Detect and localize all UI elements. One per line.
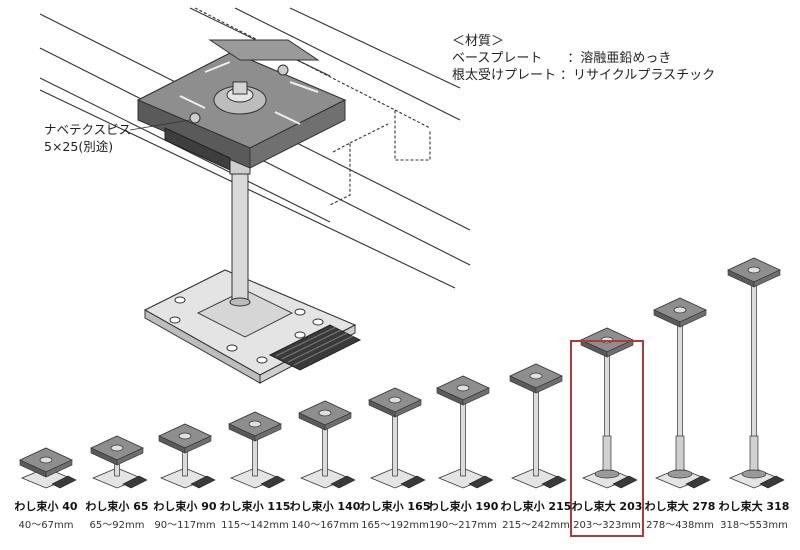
model-rubber-pad <box>260 475 286 489</box>
model-drawing <box>158 423 216 489</box>
highlight-frame <box>570 340 644 537</box>
model-drawing <box>90 435 148 489</box>
model-range: 203〜323mm <box>573 520 641 531</box>
model-range: 40〜67mm <box>18 520 74 531</box>
model-drawing <box>727 257 785 489</box>
material-value: ：リサイクルプラスチック <box>560 68 716 83</box>
model-collar <box>741 469 767 479</box>
model-drawing <box>298 400 356 489</box>
model-drawing <box>580 327 638 489</box>
post <box>229 159 251 307</box>
model-nut <box>673 306 687 314</box>
model-drawing <box>509 363 567 489</box>
model-drawing <box>653 297 711 489</box>
rubber-pad <box>268 324 362 371</box>
model-nut <box>39 456 53 464</box>
model-name: わし束大 318 <box>718 500 790 513</box>
model-drawing <box>19 447 77 489</box>
model-rubber-pad <box>190 475 216 489</box>
materials-heading: ＜材質＞ <box>452 34 505 49</box>
model-drawing <box>228 411 286 489</box>
model-collar <box>667 469 693 479</box>
model-rubber-pad <box>541 475 567 489</box>
model-nut <box>456 384 470 392</box>
model-range: 140〜167mm <box>291 520 359 531</box>
model-rubber-pad <box>122 475 148 489</box>
model-plate-side <box>753 269 781 288</box>
model-name: わし束小 90 <box>153 500 217 513</box>
model-range: 115〜142mm <box>221 520 289 531</box>
model-name: わし束小 165 <box>359 500 431 513</box>
material-value: ：溶融亜鉛めっき <box>567 51 672 66</box>
model-range: 215〜242mm <box>502 520 570 531</box>
hidden-joist <box>194 7 431 206</box>
model-plate-side <box>394 399 422 418</box>
model-rubber-pad <box>51 475 77 489</box>
model-drawing <box>368 387 426 489</box>
model-range: 190〜217mm <box>429 520 497 531</box>
model-nut <box>178 432 192 440</box>
model-name: わし束小 65 <box>85 500 149 513</box>
material-label: 根太受けプレート <box>452 68 557 83</box>
model-nut <box>747 266 761 274</box>
model-nut <box>318 409 332 417</box>
model-name: わし束小 215 <box>500 500 572 513</box>
model-rubber-pad <box>685 475 711 489</box>
model-rubber-pad <box>612 475 638 489</box>
model-name: わし束大 278 <box>644 500 716 513</box>
model-plate-side <box>116 447 144 466</box>
model-nut <box>248 420 262 428</box>
material-row-joist: 根太受けプレート：リサイクルプラスチック <box>452 67 715 84</box>
model-rubber-pad <box>330 475 356 489</box>
screw-callout: ナベテクスビス 5×25(別途) <box>44 121 131 155</box>
model-range: 90〜117mm <box>154 520 216 531</box>
model-nut <box>529 372 543 380</box>
model-range: 278〜438mm <box>646 520 714 531</box>
model-name: わし束小 40 <box>14 500 78 513</box>
model-sleeve <box>749 435 759 473</box>
material-row-base: ベースプレート ：溶融亜鉛めっき <box>452 50 715 67</box>
model-name: わし束大 203 <box>571 500 643 513</box>
model-post <box>533 381 539 477</box>
model-nut <box>110 444 124 452</box>
model-range: 65〜92mm <box>89 520 145 531</box>
screw-callout-line1: ナベテクスビス <box>44 122 132 137</box>
model-post <box>460 393 466 477</box>
model-name: わし束小 115 <box>219 500 291 513</box>
model-rubber-pad <box>468 475 494 489</box>
screw-callout-line2: 5×25(別途) <box>44 139 114 154</box>
materials-block: ＜材質＞ ベースプレート ：溶融亜鉛めっき 根太受けプレート：リサイクルプラスチッ… <box>452 33 715 84</box>
model-plate-side <box>462 387 490 406</box>
joist-support-plate <box>136 39 347 171</box>
model-name: わし束小 140 <box>289 500 361 513</box>
model-plate-side <box>535 375 563 394</box>
model-drawing <box>436 375 494 489</box>
model-plate-side <box>254 423 282 442</box>
material-label: ベースプレート <box>452 51 543 66</box>
model-plate-side <box>45 459 73 478</box>
model-collar <box>594 469 620 479</box>
model-plate-side <box>324 412 352 431</box>
callout-leader <box>129 119 191 131</box>
model-nut <box>388 396 402 404</box>
model-sleeve <box>675 435 685 473</box>
model-plate-side <box>606 339 634 358</box>
model-rubber-pad <box>759 475 785 489</box>
model-plate-side <box>679 309 707 328</box>
model-range: 165〜192mm <box>361 520 429 531</box>
model-rubber-pad <box>400 475 426 489</box>
model-plate-side <box>184 435 212 454</box>
model-name: わし束小 190 <box>427 500 499 513</box>
model-range: 318〜553mm <box>720 520 788 531</box>
